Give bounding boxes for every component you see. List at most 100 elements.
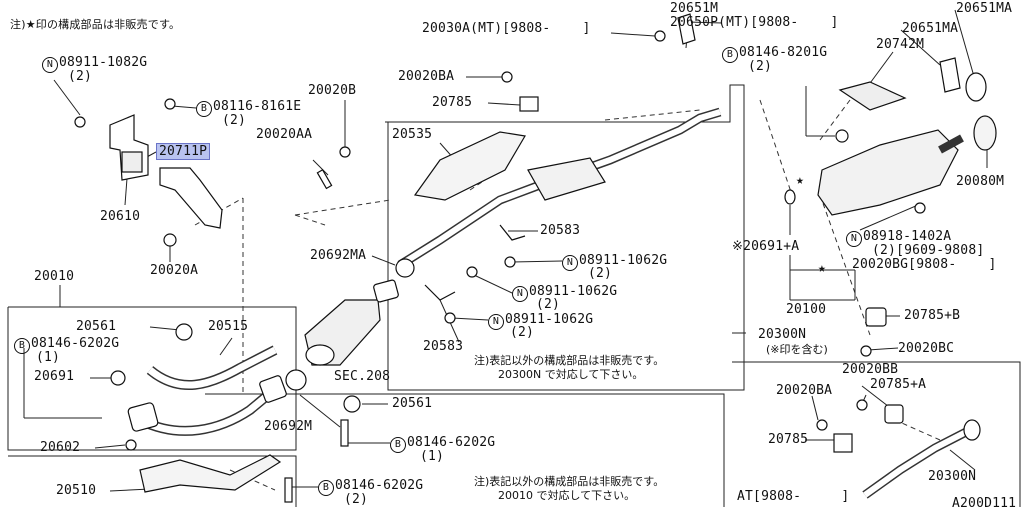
- nut-08918: [914, 202, 926, 214]
- callout-20651M[interactable]: 20651M: [670, 1, 719, 16]
- callout-20020A[interactable]: 20020A: [150, 263, 199, 278]
- bolt-symbol-icon: B: [722, 47, 738, 63]
- callout-20785B[interactable]: 20785+B: [904, 308, 961, 323]
- callout-20651MA[interactable]: 20651MA: [956, 1, 1013, 16]
- bolt-08146-b: [284, 477, 293, 503]
- callout-20785-at[interactable]: 20785: [768, 432, 809, 447]
- callout-20535[interactable]: 20535: [392, 127, 433, 142]
- flange-center: [373, 279, 399, 303]
- callout-20691A[interactable]: ※20691+A: [732, 239, 800, 254]
- rubber-20020BA: [501, 71, 513, 83]
- callout-qty: (2): [68, 69, 93, 84]
- callout-20020BB[interactable]: 20020BB: [842, 362, 899, 377]
- pre-muffler: [527, 157, 606, 201]
- callout-20785[interactable]: 20785: [432, 95, 473, 110]
- callout-20561-b[interactable]: 20561: [392, 396, 433, 411]
- callout-20510[interactable]: 20510: [56, 483, 97, 498]
- bolt-symbol-icon: B: [196, 101, 212, 117]
- callout-20020BC[interactable]: 20020BC: [898, 341, 955, 356]
- callout-qty: (2): [588, 266, 613, 281]
- callout-qty: (2): [344, 492, 369, 507]
- callout-20561[interactable]: 20561: [76, 319, 117, 334]
- callout-at-range: AT[9808- ]: [737, 489, 850, 504]
- star-marker: ★: [818, 261, 827, 276]
- callout-sec208[interactable]: SEC.208: [334, 369, 391, 384]
- bracket-20711P: [159, 167, 223, 229]
- callout-20020BA[interactable]: 20020BA: [398, 69, 455, 84]
- bracket-20583-a: [499, 224, 526, 241]
- callout-qty: (2): [510, 325, 535, 340]
- stud-bolt: [316, 169, 333, 190]
- bolt-symbol-icon: B: [390, 437, 406, 453]
- callout-20692MA[interactable]: 20692MA: [310, 248, 367, 263]
- clamp-20561-b: [343, 395, 361, 413]
- tail-finisher-20080M: [973, 115, 997, 151]
- flange-right: [259, 375, 287, 403]
- bolt-symbol-icon: B: [318, 480, 334, 496]
- callout-20020BG[interactable]: 20020BG[9808- ]: [852, 257, 997, 272]
- group-box-20300N: [385, 84, 745, 391]
- callout-20020AA[interactable]: 20020AA: [256, 127, 313, 142]
- gasket-20691A: [784, 189, 796, 205]
- callout-20692M[interactable]: 20692M: [264, 419, 313, 434]
- bracket-block: [121, 151, 143, 173]
- at-rubber-20020BA: [816, 419, 828, 431]
- callout-20100[interactable]: 20100: [786, 302, 827, 317]
- group-box-at: [732, 361, 1021, 507]
- callout-20610[interactable]: 20610: [100, 209, 141, 224]
- note-20010-line2: 20010 で対応して下さい。: [498, 489, 636, 502]
- nut: [339, 146, 351, 158]
- callout-20010[interactable]: 20010: [34, 269, 75, 284]
- gasket-20692MA: [395, 258, 415, 278]
- bracket-20583-b: [424, 284, 456, 301]
- bolt-08146-8201G: [835, 129, 849, 143]
- callout-20020B[interactable]: 20020B: [308, 83, 357, 98]
- group-box-20010: [7, 306, 297, 451]
- callout-20080M[interactable]: 20080M: [956, 174, 1005, 189]
- flange: [127, 402, 159, 432]
- mount-20785B: [865, 307, 887, 327]
- hanger-20651M: [677, 13, 696, 45]
- header-note: 注)★印の構成部品は非販売です。: [10, 18, 181, 31]
- nut-08911-c: [444, 312, 456, 324]
- callout-20785A[interactable]: 20785+A: [870, 377, 927, 392]
- callout-20300N-at[interactable]: 20300N: [928, 469, 977, 484]
- heat-shield-20535: [413, 131, 526, 201]
- gasket-20692M: [285, 369, 307, 391]
- callout-20020BA-at[interactable]: 20020BA: [776, 383, 833, 398]
- at-mount-20785A: [884, 404, 904, 424]
- callout-20650P[interactable]: 20650P(MT)[9808- ]: [670, 15, 839, 30]
- callout-20583[interactable]: 20583: [540, 223, 581, 238]
- callout-20651MA-b[interactable]: 20651MA: [902, 21, 959, 36]
- callout-20711P-highlighted[interactable]: 20711P: [156, 143, 211, 160]
- diagram-id: A200D111: [952, 496, 1017, 511]
- callout-20602[interactable]: 20602: [40, 440, 81, 455]
- bolt: [74, 116, 86, 128]
- callout-20691[interactable]: 20691: [34, 369, 75, 384]
- callout-20300N[interactable]: 20300N: [758, 327, 807, 342]
- heat-shield-20510: [139, 454, 282, 493]
- callout-20742M[interactable]: 20742M: [876, 37, 925, 52]
- rubber-20020BC: [860, 345, 872, 357]
- callout-20583-b[interactable]: 20583: [423, 339, 464, 354]
- note-20300N-line1: 注)表記以外の構成部品は非販売です。: [474, 354, 665, 367]
- gasket-20691: [110, 370, 126, 386]
- mount-20651MA-b: [965, 72, 987, 102]
- at-clamp-20785: [833, 433, 853, 453]
- callout-20515[interactable]: 20515: [208, 319, 249, 334]
- nut-08911-b: [466, 266, 478, 278]
- nut-08911-a: [504, 256, 516, 268]
- callout-20030A[interactable]: 20030A(MT)[9808- ]: [422, 21, 591, 36]
